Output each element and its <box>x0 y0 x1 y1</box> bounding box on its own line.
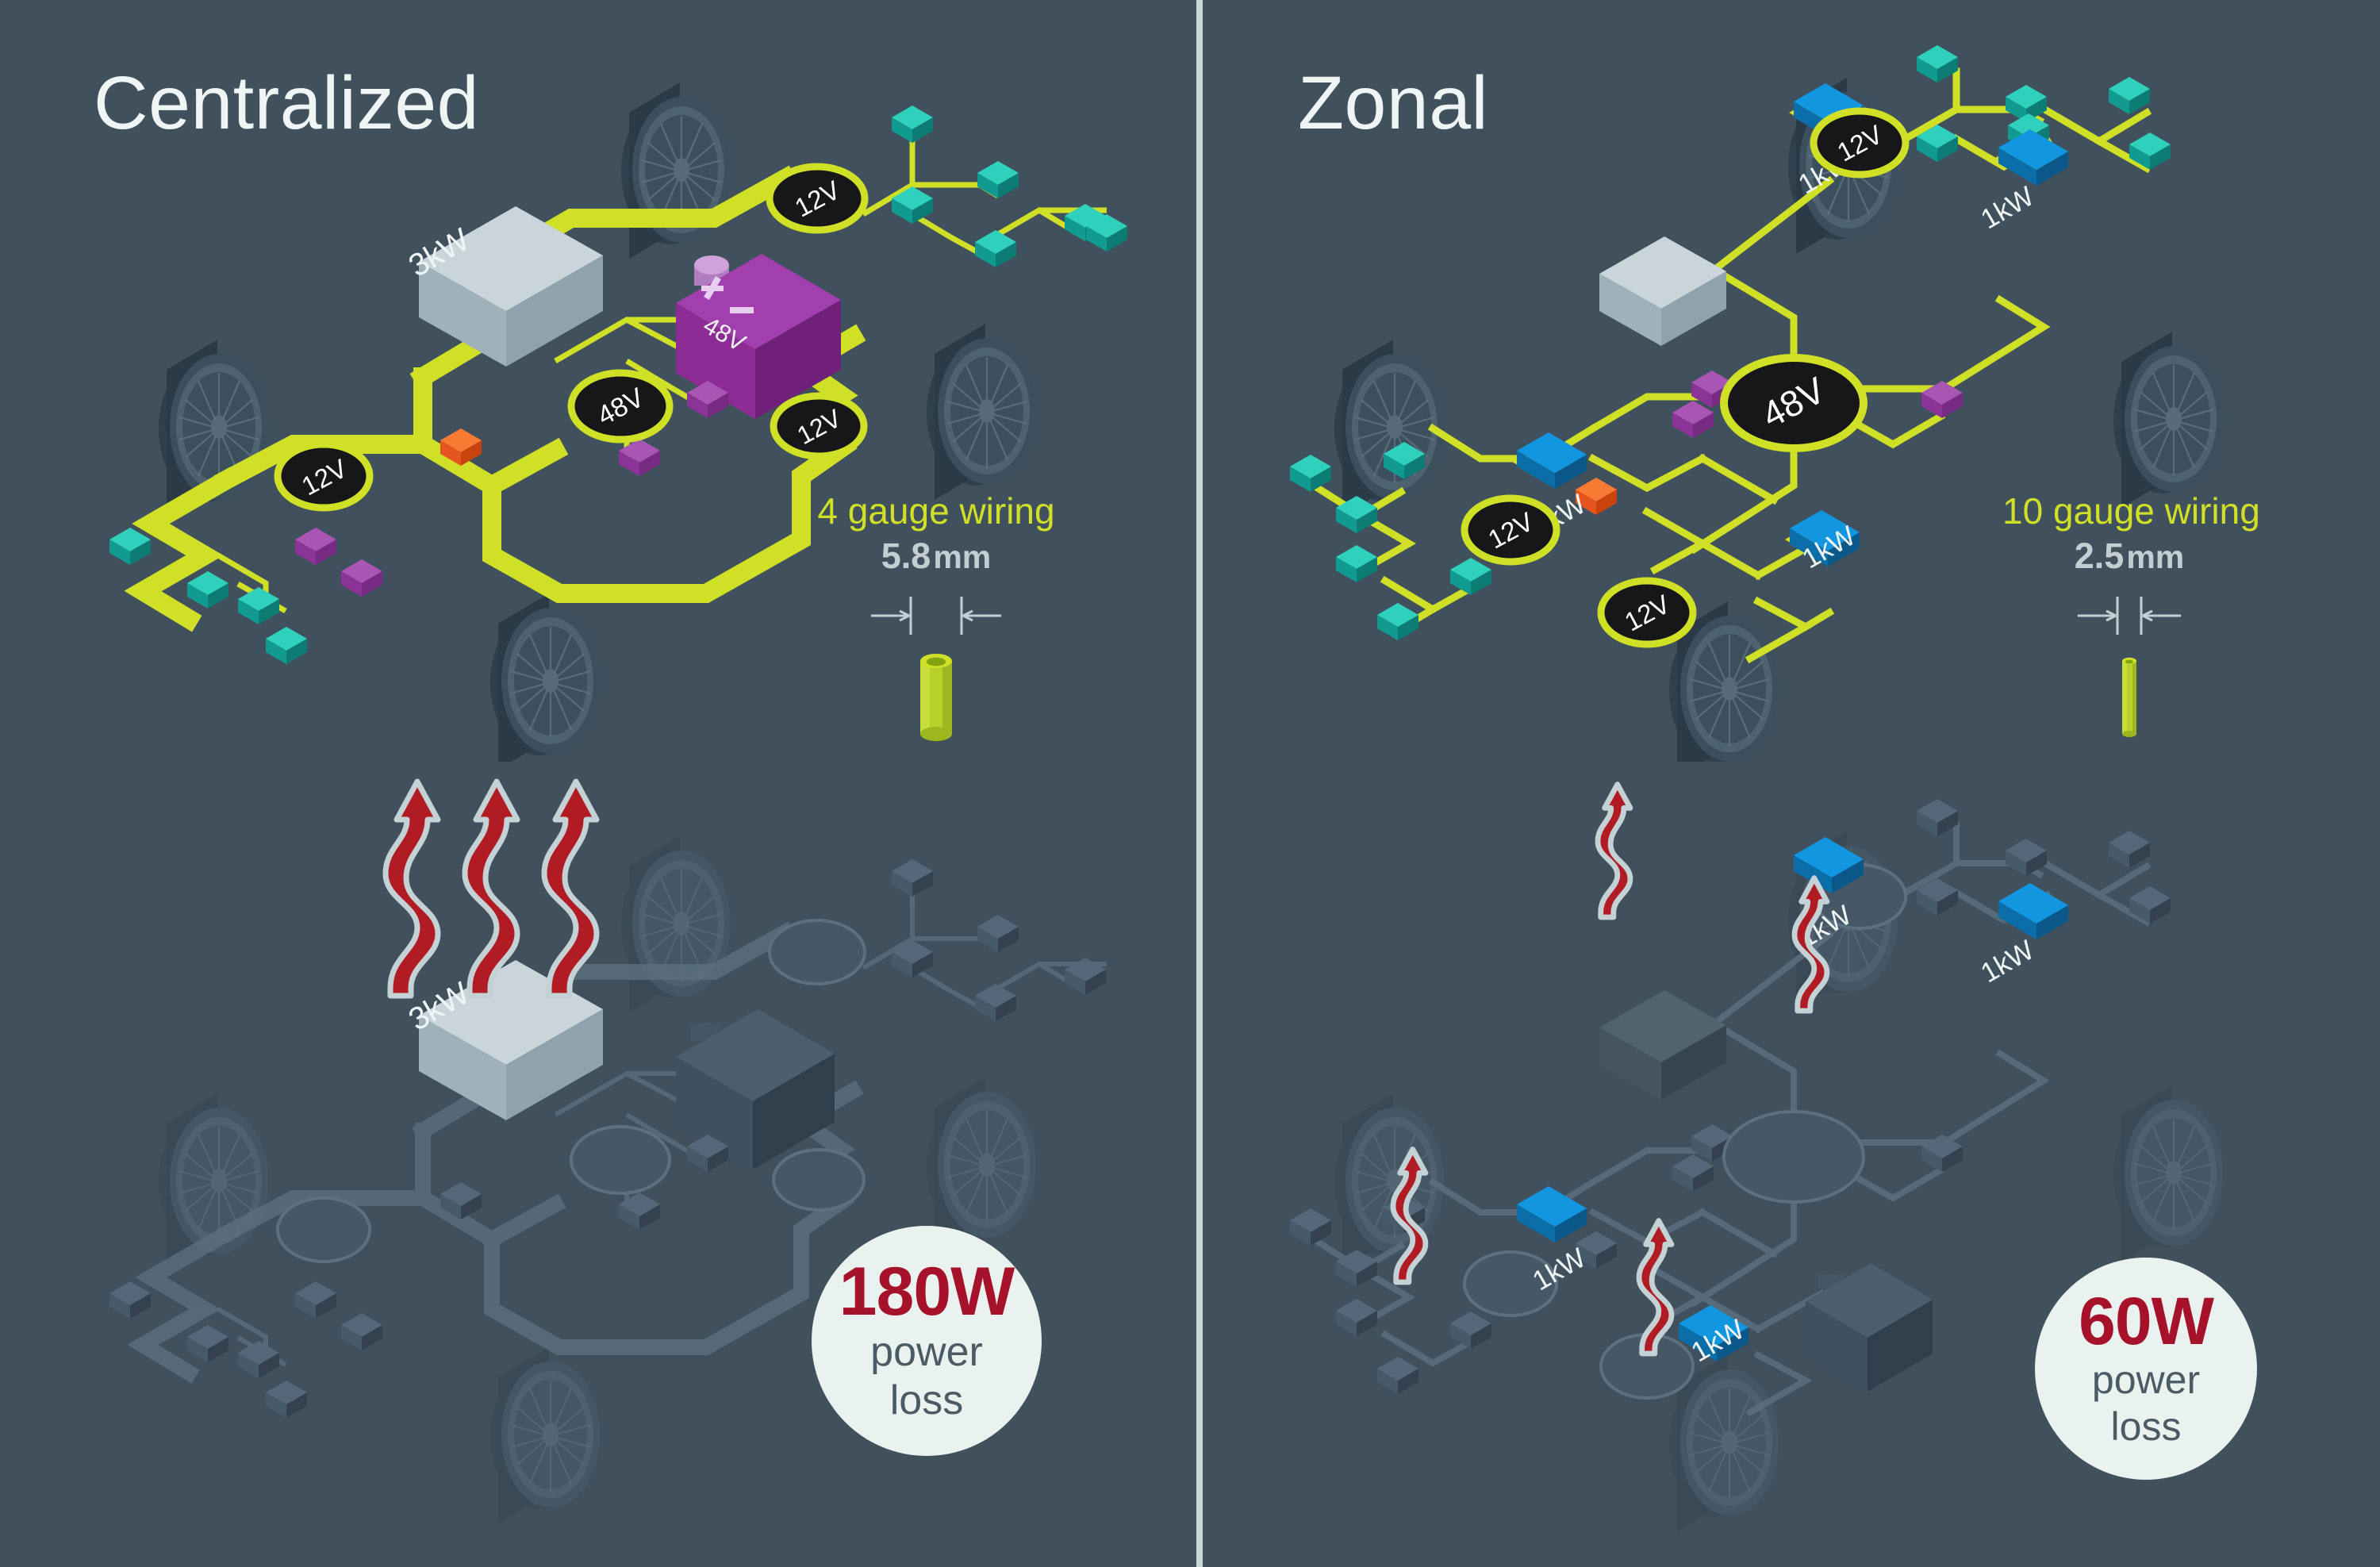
module-label-1kw: 1kW <box>1527 489 1591 543</box>
zonal-module-bottom-1: 1kW <box>1793 837 1864 954</box>
battery-48v: 48V <box>676 254 841 419</box>
wheel-front-left <box>1333 338 1445 517</box>
zonal-module-bottom-2: 1kW <box>1975 883 2068 989</box>
ghost-voltage-badges <box>1463 863 1907 1400</box>
gauge-measure-arrows <box>871 597 1001 636</box>
voltage-badge-12v-top: 12V <box>1810 107 1910 179</box>
purple-node-group <box>1672 371 1963 438</box>
power-loss-caption-line1: power <box>870 1328 983 1375</box>
orange-node-group <box>1576 478 1617 515</box>
wire-cross-section-cylinder <box>920 654 952 742</box>
power-loss-caption-line2: loss <box>889 1377 964 1423</box>
power-loss-badge-centralized: 180W power loss <box>812 1226 1042 1456</box>
svg-text:12V: 12V <box>1484 506 1538 554</box>
wheel-rear-left <box>489 592 601 762</box>
gauge-size-value: 5.8 <box>881 536 931 577</box>
voltage-badge-48v: 48V <box>567 369 674 444</box>
gauge-size-unit: mm <box>2126 539 2185 576</box>
voltage-badge-12v-bottom: 12V <box>1597 577 1697 648</box>
voltage-badge-12v-mid: 12V <box>770 392 868 460</box>
heat-arrow-group <box>1390 782 1830 1357</box>
panel-zonal: Zonal <box>1203 0 2380 1567</box>
svg-text:12V: 12V <box>790 175 845 222</box>
voltage-badge-12v-top: 12V <box>766 163 869 234</box>
battery-voltage-label: 48V <box>699 311 751 357</box>
module-label-1kw: 1kW <box>1793 900 1856 954</box>
heat-arrow-group <box>382 778 600 999</box>
module-label-1kw: 1kW <box>1527 1242 1591 1297</box>
zonal-module-3: 1kW <box>1512 432 1591 543</box>
ghost-harness <box>127 921 864 1384</box>
orange-node-group <box>440 428 482 466</box>
svg-text:12V: 12V <box>297 453 351 501</box>
gauge-size: 5.8mm <box>809 536 1063 577</box>
zonal-module-2: 1kW <box>1975 129 2068 235</box>
wheel-front-left <box>157 338 270 517</box>
module-label-1kw: 1kW <box>1793 146 1856 201</box>
zonal-grey-box <box>1599 236 1726 346</box>
panel-divider <box>1196 0 1203 1567</box>
gauge-size: 2.5mm <box>2002 536 2256 577</box>
gauge-callout-centralized: 4 gauge wiring 5.8mm <box>809 492 1063 748</box>
page-title-zonal: Zonal <box>1298 61 1489 145</box>
power-loss-value: 180W <box>839 1254 1015 1331</box>
wheel-rear-right <box>925 322 1038 501</box>
label-3kw-top: 3kW <box>403 222 475 284</box>
ghost-voltage-badges <box>276 919 866 1263</box>
svg-text:12V: 12V <box>793 403 846 450</box>
power-loss-caption-line2: loss <box>2110 1404 2182 1449</box>
voltage-badge-12v-left: 12V <box>274 440 374 512</box>
wheel-front-right <box>1787 76 1899 255</box>
ghost-battery <box>1806 1263 1933 1392</box>
label-3kw-bottom: 3kW <box>403 976 475 1038</box>
panel-centralized: Centralized <box>94 61 1127 1525</box>
module-label-1kw: 1kW <box>1975 935 2039 989</box>
purple-node-group <box>295 381 728 597</box>
module-label-1kw: 1kW <box>1797 520 1860 575</box>
svg-text:48V: 48V <box>1755 369 1832 436</box>
page-title-centralized: Centralized <box>94 61 480 145</box>
gauge-label: 10 gauge wiring <box>2002 490 2260 532</box>
centralized-bottom-diagram: 3kW <box>109 778 1107 1525</box>
ghost-nodes <box>1290 799 2171 1394</box>
module-label-1kw: 1kW <box>1686 1314 1749 1369</box>
gauge-size-unit: mm <box>933 539 992 576</box>
power-loss-caption-line1: power <box>2091 1357 2201 1402</box>
svg-text:48V: 48V <box>593 382 650 432</box>
ghost-harness <box>1309 822 2152 1417</box>
ghost-battery <box>676 1009 835 1169</box>
zonal-module-4: 1kW <box>1785 510 1860 574</box>
main-harness-thick <box>124 165 866 632</box>
gauge-measure-arrows <box>2078 597 2181 636</box>
voltage-badge-48v: 48V <box>1720 354 1868 452</box>
ghost-grey-box <box>1599 990 1726 1100</box>
zonal-module-1: 1kW <box>1789 83 1864 200</box>
wheel-front-right <box>620 81 732 260</box>
power-loss-badge-zonal: 60W power loss <box>2035 1258 2257 1480</box>
zonal-module-bottom-4: 1kW <box>1679 1305 1749 1368</box>
gauge-size-value: 2.5 <box>2074 536 2125 577</box>
voltage-badge-12v-left: 12V <box>1461 494 1560 566</box>
svg-text:12V: 12V <box>1833 119 1887 167</box>
gauge-label: 4 gauge wiring <box>817 490 1055 532</box>
wheel-rear-right <box>2112 330 2225 509</box>
gauge-callout-zonal: 10 gauge wiring 2.5mm <box>2002 490 2260 748</box>
svg-text:12V: 12V <box>1620 589 1675 636</box>
zonal-module-bottom-3: 1kW <box>1517 1186 1591 1296</box>
central-unit-3kw-box <box>419 206 603 367</box>
wire-cross-section-cylinder <box>2122 658 2136 738</box>
wheel-rear-left <box>1668 600 1780 762</box>
power-loss-value: 60W <box>2079 1284 2214 1359</box>
ghost-central-unit-3kw <box>419 960 603 1120</box>
module-label-1kw: 1kW <box>1975 181 2039 236</box>
